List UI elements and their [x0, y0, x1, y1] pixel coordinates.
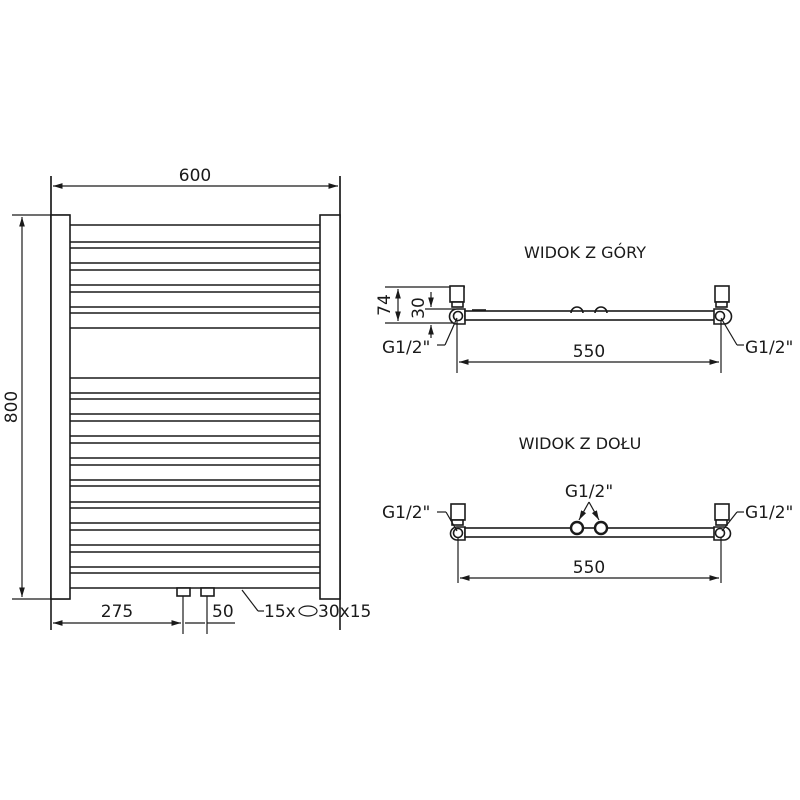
connector-left — [176, 587, 191, 597]
oval-tube-icon — [298, 605, 318, 617]
top-stub-1 — [570, 306, 584, 314]
bottom-left-valve — [450, 503, 466, 521]
tubes-size-label: 30x15 — [318, 602, 371, 622]
front-view: 600 800 275 50 — [2, 166, 371, 634]
offset-label: 275 — [101, 602, 133, 622]
bottom-left-connection-label: G1/2" — [382, 503, 430, 523]
bottom-port-2-icon — [593, 520, 609, 536]
left-column — [50, 214, 71, 600]
top-collector — [464, 310, 716, 321]
bottom-dimension: 275 50 — [53, 602, 235, 626]
bottom-right-connection-label: G1/2" — [745, 503, 793, 523]
bottom-port-1-icon — [569, 520, 585, 536]
bottom-right-port-icon — [714, 527, 726, 539]
height-dimension: 800 — [2, 214, 70, 600]
top-view-title: WIDOK Z GÓRY — [524, 243, 646, 262]
top-view: WIDOK Z GÓRY 74 30 G1/2" G1/2" — [375, 243, 793, 373]
top-left-connection-label: G1/2" — [382, 338, 430, 358]
bottom-view-title: WIDOK Z DOŁU — [519, 434, 642, 453]
top-stub-2 — [594, 306, 608, 314]
top-width-label: 550 — [573, 342, 605, 362]
bottom-right-valve — [714, 503, 730, 521]
top-right-connection-label: G1/2" — [745, 338, 793, 358]
top-right-port-icon — [714, 310, 726, 322]
axis-label: 30 — [409, 297, 429, 319]
width-dimension: 600 — [50, 166, 341, 218]
bottom-width-label: 550 — [573, 558, 605, 578]
tubes-count-label: 15x — [264, 602, 296, 622]
tube-callout: 15x 30x15 — [241, 589, 371, 622]
top-left-valve — [449, 285, 465, 303]
right-column — [319, 214, 341, 600]
width-label: 600 — [179, 166, 211, 186]
bottom-collector — [464, 527, 716, 538]
connector-right — [200, 587, 215, 597]
top-right-valve — [714, 285, 730, 303]
bottom-connectors — [176, 587, 215, 634]
bottom-view: WIDOK Z DOŁU G1/2" G1/2" G1/2" 550 — [382, 434, 793, 583]
top-left-port-icon — [452, 310, 464, 322]
heating-bars — [70, 224, 320, 589]
bottom-center-connection-label: G1/2" — [565, 482, 613, 502]
height-label: 800 — [2, 391, 22, 423]
depth-label: 74 — [375, 294, 395, 316]
spacing-label: 50 — [212, 602, 234, 622]
